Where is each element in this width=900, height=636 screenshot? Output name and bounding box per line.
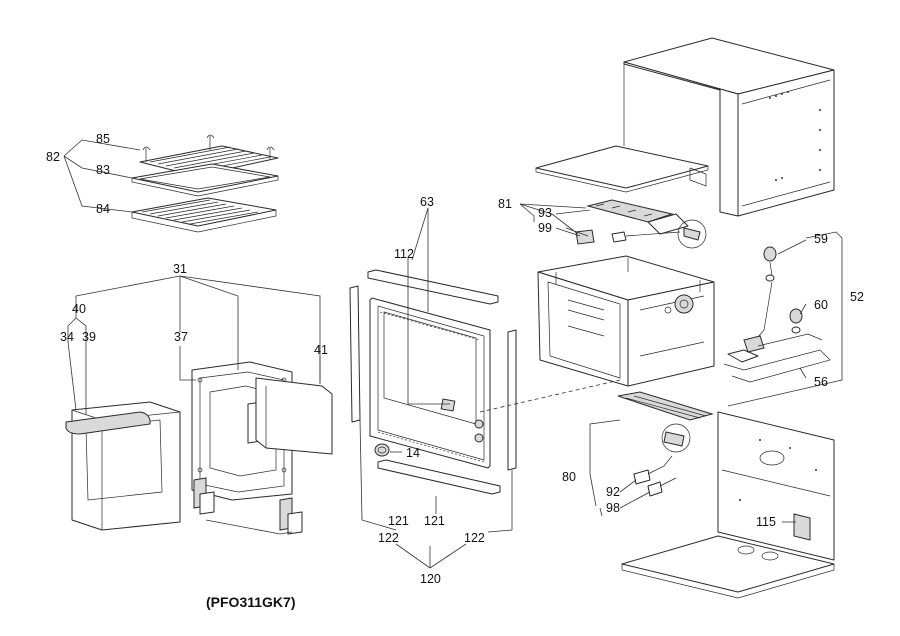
label-83: 83	[96, 163, 110, 177]
oven-rack-assembly	[131, 134, 279, 233]
door-hinges	[193, 477, 303, 535]
label-14: 14	[406, 446, 420, 460]
callout-labels: 85 82 83 84 31 40 34 39 37 41 63 112 14 …	[46, 132, 864, 610]
label-80: 80	[562, 470, 576, 484]
label-120: 120	[420, 572, 441, 586]
label-34: 34	[60, 330, 74, 344]
rear-cabinet-panel	[717, 411, 835, 561]
label-81: 81	[498, 197, 512, 211]
label-56: 56	[814, 375, 828, 389]
front-frame-assembly	[349, 269, 517, 495]
label-99: 99	[538, 221, 552, 235]
top-plate	[535, 145, 709, 193]
label-82: 82	[46, 150, 60, 164]
oven-burner-assembly	[617, 391, 714, 497]
label-92: 92	[606, 485, 620, 499]
slide-tray	[131, 197, 277, 233]
cabinet-vent-dots	[769, 91, 821, 181]
grill-burner-assembly	[565, 199, 707, 249]
door-inner-glass	[255, 377, 333, 455]
door-outer-panel	[65, 401, 181, 531]
label-93: 93	[538, 206, 552, 220]
label-115: 115	[756, 515, 776, 529]
label-37: 37	[174, 330, 188, 344]
label-59: 59	[814, 232, 828, 246]
left-side-trim	[349, 285, 361, 423]
leader-lines	[63, 139, 843, 569]
model-code: (PFO311GK7)	[206, 594, 295, 610]
outer-cabinet	[623, 37, 835, 217]
label-85: 85	[96, 132, 110, 146]
bottom-base-plate	[621, 535, 835, 599]
label-84: 84	[96, 202, 110, 216]
top-trim	[367, 269, 499, 305]
label-122-left: 122	[378, 531, 399, 545]
label-52: 52	[850, 290, 864, 304]
label-121-left: 121	[388, 514, 409, 528]
label-121-right: 121	[424, 514, 445, 528]
oven-cavity	[537, 255, 715, 387]
label-60: 60	[814, 298, 828, 312]
label-40: 40	[72, 302, 86, 316]
right-side-trim	[507, 329, 517, 471]
label-39: 39	[82, 330, 96, 344]
door-assembly	[65, 361, 333, 535]
label-112: 112	[394, 247, 414, 261]
label-122-right: 122	[464, 531, 485, 545]
front-frame	[369, 297, 491, 469]
gas-valve-assembly	[723, 246, 831, 383]
bottom-trim	[377, 459, 501, 495]
label-98: 98	[606, 501, 620, 515]
label-63: 63	[420, 195, 434, 209]
control-knob	[374, 443, 390, 457]
label-31: 31	[173, 262, 187, 276]
label-41: 41	[314, 343, 328, 357]
assembly-guide-line	[479, 379, 621, 413]
baking-tray	[131, 163, 279, 197]
